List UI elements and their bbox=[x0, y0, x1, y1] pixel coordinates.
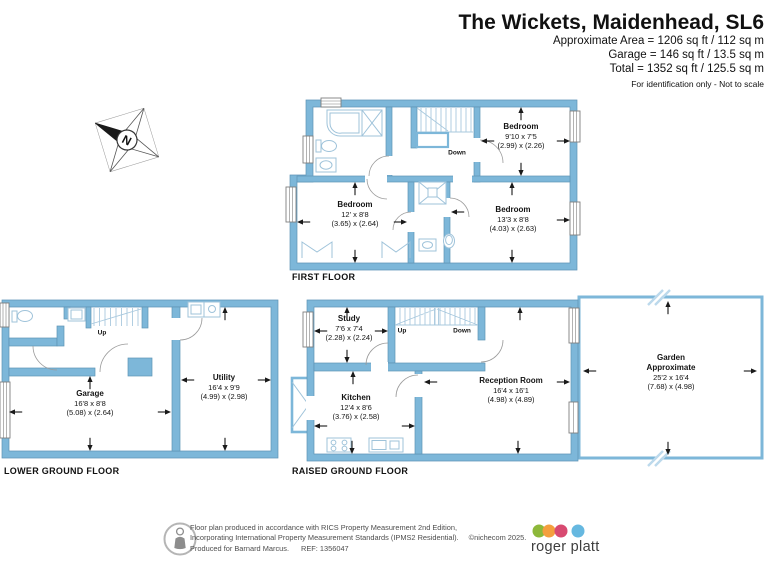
raised-ground-floor-plan bbox=[290, 299, 580, 462]
stairs-up-label: Up bbox=[397, 327, 407, 335]
lower-ground-door-arcs bbox=[32, 317, 203, 373]
garage-door-icon bbox=[0, 381, 11, 439]
hob-icon bbox=[326, 437, 352, 453]
raised-ground-door-openings bbox=[306, 362, 423, 420]
first-floor-windows bbox=[285, 97, 581, 236]
disclaimer-line-2: Incorporating International Property Mea… bbox=[190, 533, 527, 543]
room-label: Reception Room 16'4 x 16'1 (4.98) x (4.8… bbox=[479, 376, 543, 404]
disclaimer-line-3: Produced for Barnard Marcus.REF: 1356047 bbox=[190, 543, 349, 553]
page-title: The Wickets, Maidenhead, SL6 bbox=[458, 11, 764, 34]
room-label: Utility 16'4 x 9'9 (4.99) x (2.98) bbox=[200, 373, 248, 401]
copyright: ©nichecom 2025. bbox=[468, 533, 527, 543]
disclaimer-line-1: Floor plan produced in accordance with R… bbox=[190, 523, 458, 532]
first-floor-stairs bbox=[415, 107, 473, 149]
room-label: Kitchen 12'4 x 8'6 (3.76) x (2.58) bbox=[332, 393, 380, 421]
garden-fence bbox=[577, 295, 764, 460]
toilet-icon bbox=[17, 310, 33, 322]
wardrobe-icon bbox=[301, 241, 411, 258]
room-label: Garage 16'8 x 8'8 (5.08) x (2.64) bbox=[66, 389, 114, 417]
garden-boundary-break-marks bbox=[647, 287, 671, 467]
first-floor-bathroom-fixtures bbox=[301, 109, 455, 258]
stairs-down-label: Down bbox=[453, 327, 471, 335]
raised-ground-floor-title: RAISED GROUND FLOOR bbox=[292, 466, 409, 476]
garden-label: Garden Approximate 25'2 x 16'4 (7.68) x … bbox=[646, 353, 696, 391]
logo-dot-orange bbox=[542, 524, 556, 538]
lower-ground-floor-plan bbox=[0, 299, 279, 459]
compass-icon: N bbox=[94, 107, 160, 173]
approximate-area: Approximate Area = 1206 sq ft / 112 sq m bbox=[552, 35, 764, 48]
identification-note: For identification only - Not to scale bbox=[631, 79, 764, 90]
logo-dot-blue bbox=[571, 524, 585, 538]
raised-ground-door-arcs bbox=[365, 339, 504, 398]
lower-ground-inner-walls bbox=[8, 306, 181, 452]
first-floor-title: FIRST FLOOR bbox=[292, 272, 356, 282]
basin-icon bbox=[67, 307, 86, 322]
stairs-down-label: Down bbox=[448, 149, 466, 157]
total-area: Total = 1352 sq ft / 125.5 sq m bbox=[609, 63, 764, 76]
garden-plot bbox=[577, 287, 764, 467]
kitchen-fixtures bbox=[326, 437, 404, 453]
raised-ground-stairs bbox=[394, 308, 479, 326]
roger-platt-logo-text: roger platt bbox=[531, 539, 600, 555]
garage-area: Garage = 146 sq ft / 13.5 sq m bbox=[608, 49, 764, 62]
footer-disclaimer: Floor plan produced in accordance with R… bbox=[190, 523, 526, 554]
lower-ground-stairs bbox=[90, 308, 142, 326]
lower-ground-fixtures bbox=[11, 301, 221, 323]
roger-platt-logo-dots bbox=[532, 524, 585, 538]
raised-ground-inner-walls bbox=[313, 306, 486, 455]
bath-icon bbox=[326, 109, 363, 137]
room-label: Study 7'6 x 7'4 (2.28) x (2.24) bbox=[325, 314, 373, 342]
toilet-icon bbox=[321, 140, 337, 152]
plan-header: The Wickets, Maidenhead, SL6 Approximate… bbox=[458, 11, 764, 90]
basin-icon bbox=[315, 157, 337, 173]
reference-number: REF: 1356047 bbox=[301, 543, 349, 553]
lower-ground-windows bbox=[0, 302, 11, 439]
measurement-person-icon bbox=[163, 522, 197, 556]
room-label: Bedroom 12' x 8'8 (3.65) x (2.64) bbox=[331, 200, 379, 228]
lower-ground-floor-title: LOWER GROUND FLOOR bbox=[4, 466, 120, 476]
utility-door-opening bbox=[171, 318, 181, 340]
first-floor-door-openings bbox=[365, 138, 481, 232]
logo-dot-pink bbox=[554, 524, 568, 538]
room-label: Bedroom 13'3 x 8'8 (4.03) x (2.63) bbox=[489, 205, 537, 233]
logo-dot-green bbox=[532, 524, 546, 538]
first-floor-plan bbox=[285, 97, 581, 271]
room-label: Bedroom 9'10 x 7'5 (2.99) x (2.26) bbox=[497, 122, 545, 150]
raised-ground-windows bbox=[302, 307, 580, 434]
stairs-up-label: Up bbox=[97, 329, 107, 337]
